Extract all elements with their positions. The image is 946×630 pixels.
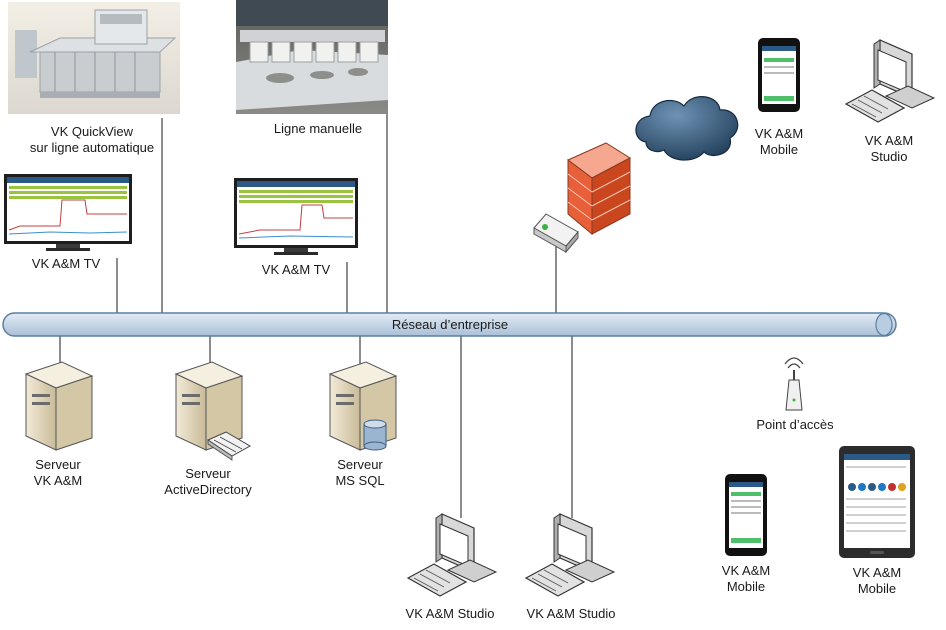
server-ad-icon	[174, 361, 252, 461]
tv-right-label: VK A&M TV	[261, 262, 331, 277]
workstation-bottom-1-icon	[406, 513, 498, 597]
server-sql-label: Serveur MS SQL	[335, 457, 385, 488]
server-ad-label: Serveur ActiveDirectory	[164, 466, 252, 497]
network-bus	[2, 312, 897, 337]
tv-left-icon	[4, 174, 132, 251]
server-vk-label: Serveur VK A&M	[33, 457, 83, 488]
manual-line-label: Ligne manuelle	[273, 121, 363, 136]
tablet-icon	[839, 446, 915, 558]
server-sql-icon	[328, 361, 398, 451]
tablet-label: VK A&M Mobile	[852, 565, 902, 596]
workstation-bottom-2-icon	[524, 513, 616, 597]
mobile-top-icon	[758, 38, 800, 112]
cloud-icon	[635, 96, 739, 161]
quickview-label: VK QuickView sur ligne automatique	[29, 124, 155, 155]
automatic-line-photo	[8, 2, 180, 114]
connector-lines	[59, 114, 573, 518]
workstation-top-icon	[844, 39, 936, 123]
tv-left-label: VK A&M TV	[31, 256, 101, 271]
studio-bottom-1-label: VK A&M Studio	[405, 606, 495, 621]
mobile-bottom-label: VK A&M Mobile	[721, 563, 771, 594]
firewall-icon	[567, 142, 632, 236]
server-vk-icon	[24, 361, 94, 451]
mobile-bottom-icon	[725, 474, 767, 556]
tv-right-icon	[234, 178, 358, 255]
access-point-label: Point d’accès	[756, 417, 834, 432]
router-icon	[533, 213, 579, 254]
studio-top-label: VK A&M Studio	[864, 133, 914, 164]
manual-line-photo	[236, 0, 388, 114]
studio-bottom-2-label: VK A&M Studio	[526, 606, 616, 621]
database-icon	[363, 419, 387, 451]
network-bus-label: Réseau d’entreprise	[391, 317, 509, 332]
access-point-icon	[784, 357, 804, 411]
mobile-top-label: VK A&M Mobile	[754, 126, 804, 157]
